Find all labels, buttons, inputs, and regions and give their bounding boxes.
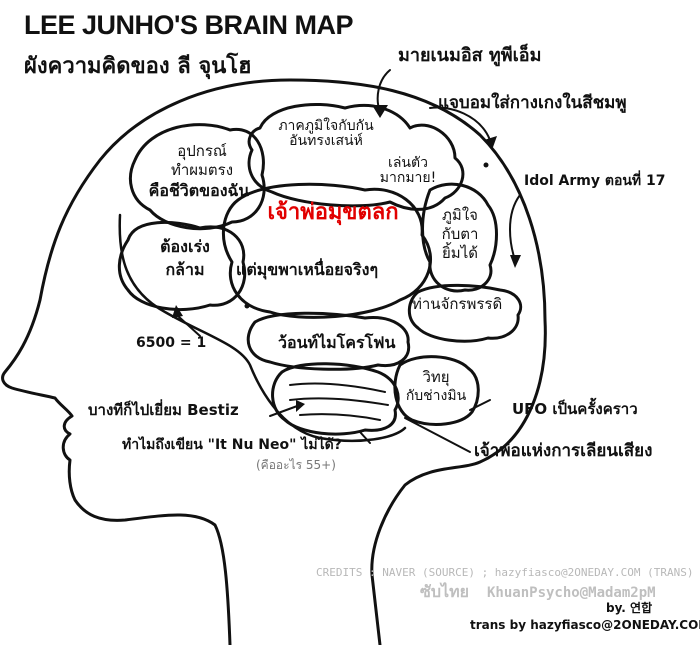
credits-sub-value: KhuanPsycho@Madam2pM [487,585,656,601]
lobe-muscle-line2: กล้าม [165,260,205,279]
lobe-outline-cook [393,355,480,426]
label-idol: Idol Army ตอนที่ 17 [524,173,666,189]
lobe-cook-line2: กับช่างมิน [405,388,467,404]
lobe-outline-muscle [117,220,247,312]
credits-sub-label: ซับไทย [420,582,469,601]
lobe-outline-top [247,102,465,211]
arrow-dot [483,162,489,168]
lobe-cook-line1: วิทยุ [422,368,450,386]
arrowhead [372,105,388,118]
center-subtitle: แต่มุขพาเหนื่อยจริงๆ [236,260,379,279]
label-itnuneo: ทำไมถึงเขียน "It Nu Neo" ไม่ได้? [122,437,342,453]
lobe-left-line3: คือชีวิตของฉัน [148,181,250,200]
label-pink: แจบอมใส่กางเกงในสีชมพู [438,93,627,113]
lobe-top-line1: ภาคภูมิใจกับกัน [278,118,374,134]
arrowhead [172,305,183,318]
lobe-mic: ว้อนท์ไมโครโฟน [278,333,396,352]
credits-line: CREDITS : NAVER (SOURCE) ; hazyfiasco@2O… [316,566,694,579]
lobe-left-line2: ทำผมตรง [170,161,234,179]
page-title: LEE JUNHO'S BRAIN MAP [24,10,353,40]
center-title: เจ้าพ่อมุขตลก [267,200,399,225]
label-ratio: 6500 = 1 [136,335,207,351]
label-ufo: UFO เป็นครั้งคราว [512,400,638,418]
credits-trans: trans by hazyfiasco@2ONEDAY.COM [470,618,700,632]
lobe-outline-mic [246,311,411,371]
lobe-outline-proud [421,182,498,293]
lobe-lord: ท่านจักรพรรดิ [412,295,503,313]
label-bestiz: บางทีก็ไปเยี่ยม Bestiz [88,401,239,419]
lobe-muscle-line1: ต้องเร่ง [160,237,210,256]
lobe-proud-line3: ยิ้มได้ [442,244,478,262]
lobe-outline-lord [407,283,523,343]
lobe-proud-line1: ภูมิใจ [442,206,478,224]
arrow-dot [244,303,250,309]
lobe-outline-center [221,182,432,319]
label-mindman: มายเนมอิส ทูพีเอ็ม [398,45,542,66]
lobe-funny-line2: มากมาย! [379,170,437,186]
arrowhead [510,255,521,268]
label-voice: เจ้าพ่อแห่งการเลียนเสียง [474,441,653,461]
lobe-top-line2: อันทรงเสน่ห์ [289,133,363,149]
lobe-funny-line1: เล่นตัว [388,155,428,171]
page-subtitle: ผังความคิดของ ลี จุนโฮ [24,54,252,79]
lobe-left-line1: อุปกรณ์ [177,142,227,160]
arrowhead [484,136,497,150]
lobe-proud-line2: กับตา [441,225,479,243]
credits-by: by. 연합 [606,601,653,615]
arrowhead [296,400,305,412]
lobe-outline-top-left [128,123,266,231]
head-outline [1,78,547,645]
label-itnuneo-sub: (คืออะไร 55+) [256,458,336,472]
